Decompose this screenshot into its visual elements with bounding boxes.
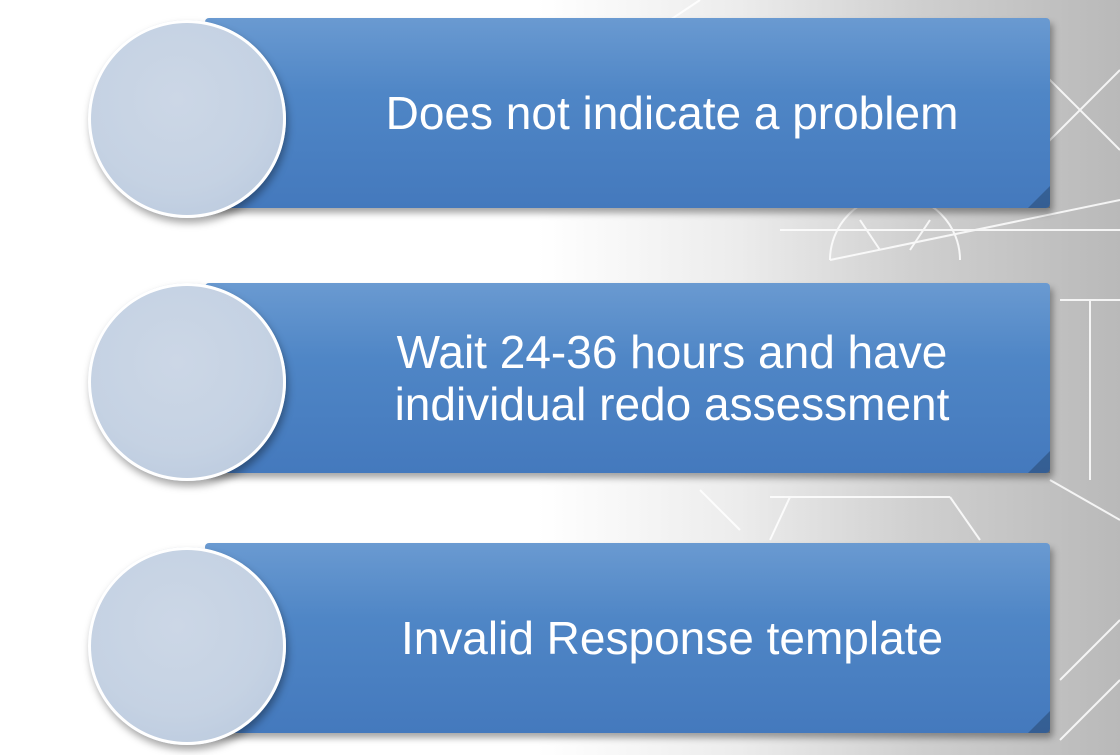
step-circle [88,283,286,481]
step-banner [205,18,1050,208]
step-text: Invalid Response template [400,612,944,664]
step-1: Does not indicate a problem [0,18,1120,218]
step-3: Invalid Response template [0,543,1120,745]
step-circle [88,547,286,745]
step-text: Wait 24-36 hours and have individual red… [394,326,950,430]
step-circle [88,20,286,218]
step-banner [205,283,1050,473]
step-banner [205,543,1050,733]
step-text: Does not indicate a problem [385,87,959,139]
step-2: Wait 24-36 hours and have individual red… [0,283,1120,483]
